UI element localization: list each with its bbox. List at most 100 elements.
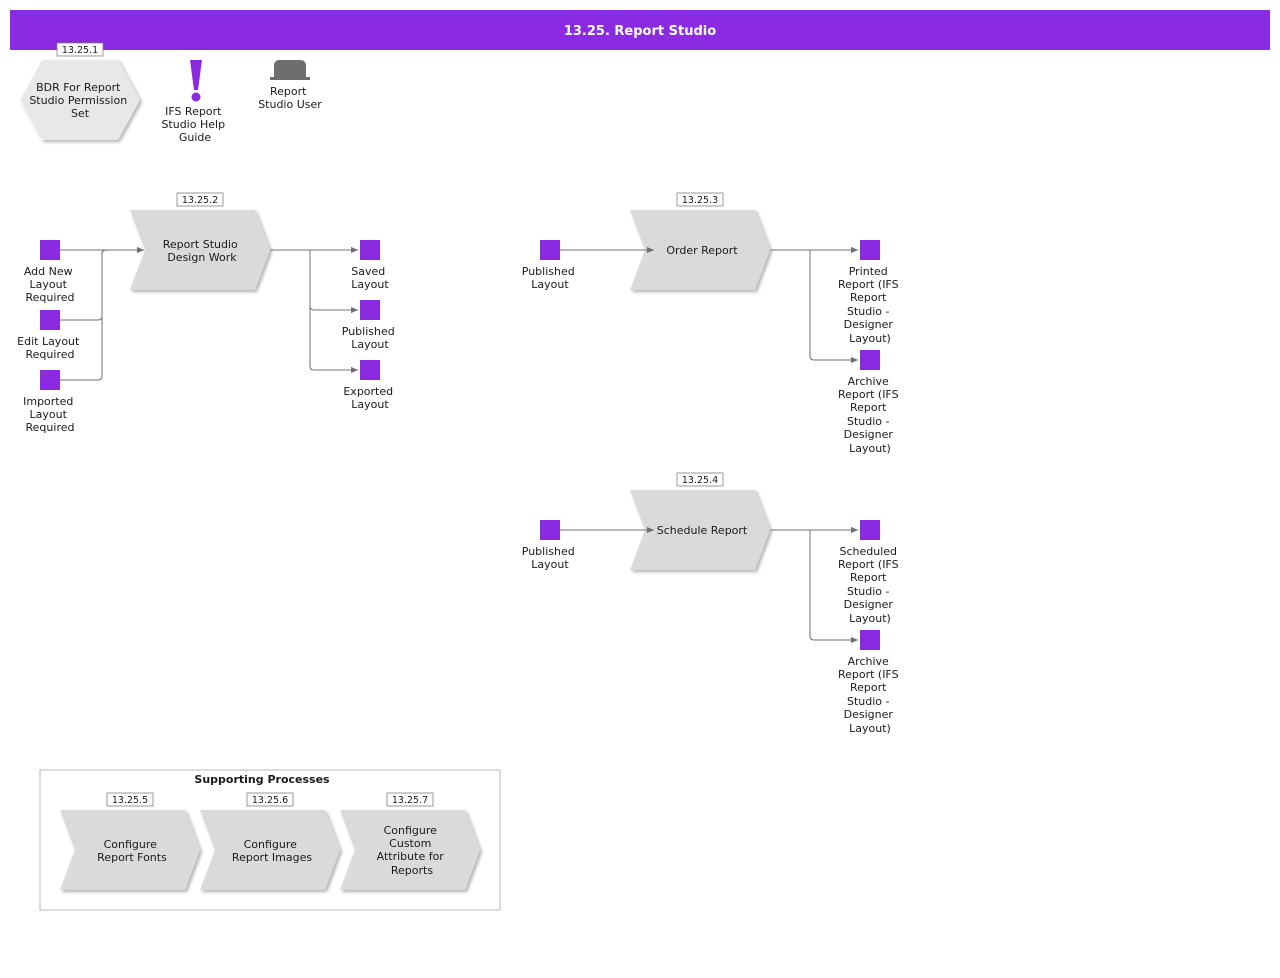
artifact-label-line: Layout bbox=[531, 558, 569, 571]
help-guide[interactable]: IFS Report Studio Help Guide bbox=[161, 60, 228, 144]
process-label-line: Design Work bbox=[167, 251, 237, 264]
artifact-label-line: Required bbox=[26, 291, 75, 304]
help-guide-label-line: IFS Report bbox=[165, 105, 222, 118]
svg-text:Published Layout: Published Layout bbox=[522, 265, 578, 291]
svg-text:13.25.4: 13.25.4 bbox=[682, 475, 718, 486]
bdr-label-line: Set bbox=[71, 107, 90, 120]
badge-13-25-1: 13.25.1 bbox=[56, 42, 104, 57]
artifact-label-line: Published bbox=[522, 545, 575, 558]
badge-13-25-6: 13.25.6 bbox=[246, 792, 294, 807]
artifact-label-line: Report (IFS bbox=[838, 388, 899, 401]
input-imported-layout[interactable]: Imported Layout Required bbox=[23, 370, 77, 434]
process-label-line: Configure bbox=[104, 838, 158, 851]
process-label-line: Configure bbox=[244, 838, 298, 851]
bdr-label-line: BDR For Report bbox=[36, 81, 121, 94]
artifact-label-line: Exported bbox=[343, 385, 393, 398]
header-bar bbox=[10, 10, 1270, 50]
artifact-label-line: Printed bbox=[849, 265, 888, 278]
artifact-label-line: Required bbox=[26, 348, 75, 361]
svg-text:Imported Layout Re: Imported Layout Required bbox=[23, 395, 77, 434]
process-label-line: Reports bbox=[391, 864, 433, 877]
artifact-label-line: Add New bbox=[24, 265, 73, 278]
process-label-line: Attribute for bbox=[377, 850, 445, 863]
exclamation-icon bbox=[190, 60, 202, 102]
bdr-permission-set[interactable]: BDR For Report Studio Permission Set bbox=[20, 60, 140, 140]
artifact-label-line: Studio - bbox=[847, 585, 890, 598]
process-label-line: Order Report bbox=[666, 244, 738, 257]
svg-text:Order Report: Order Report bbox=[666, 244, 738, 257]
input-published-layout[interactable]: Published Layout bbox=[522, 520, 578, 571]
artifact-label-line: Layout) bbox=[849, 442, 891, 455]
svg-text:13.25.7: 13.25.7 bbox=[392, 795, 428, 806]
output-archive-report[interactable]: Archive Report (IFS Report Studio - Desi… bbox=[838, 630, 902, 735]
process-order-report[interactable]: Order Report bbox=[630, 210, 770, 290]
process-configure-custom-attribute[interactable]: Configure Custom Attribute for Reports bbox=[340, 810, 480, 890]
help-guide-label-line: Guide bbox=[179, 131, 212, 144]
artifact-label-line: Report bbox=[850, 681, 887, 694]
process-report-studio-design-work[interactable]: Report Studio Design Work bbox=[130, 210, 270, 290]
bdr-label-line: Studio Permission bbox=[29, 94, 127, 107]
svg-text:Schedule Report: Schedule Report bbox=[657, 524, 748, 537]
artifact-label-line: Published bbox=[342, 325, 395, 338]
svg-text:Configure Custom A: Configure Custom Attribute for Reports bbox=[377, 824, 448, 877]
badge-13-25-3: 13.25.3 bbox=[676, 192, 724, 207]
output-printed-report[interactable]: Printed Report (IFS Report Studio - Desi… bbox=[838, 240, 902, 345]
artifact-label-line: Archive bbox=[848, 655, 889, 668]
artifact-label-line: Report (IFS bbox=[838, 558, 899, 571]
artifact-label-line: Report (IFS bbox=[838, 278, 899, 291]
svg-text:Published Layout: Published Layout bbox=[342, 325, 398, 351]
connector bbox=[60, 249, 107, 381]
svg-text:13.25.5: 13.25.5 bbox=[112, 795, 148, 806]
help-guide-label-line: Studio Help bbox=[161, 118, 225, 131]
svg-text:Configure Report Fonts: Configure Report Fonts bbox=[97, 838, 167, 864]
artifact-label-line: Published bbox=[522, 265, 575, 278]
svg-text:Edit Layout Required: Edit Layout Required bbox=[17, 335, 83, 361]
svg-text:IFS Report Studio Help: IFS Report Studio Help Guide bbox=[161, 105, 228, 144]
artifact-label-line: Studio - bbox=[847, 305, 890, 318]
output-archive-report[interactable]: Archive Report (IFS Report Studio - Desi… bbox=[838, 350, 902, 455]
report-studio-user[interactable]: Report Studio User bbox=[258, 60, 322, 111]
process-configure-report-fonts[interactable]: Configure Report Fonts bbox=[60, 810, 200, 890]
artifact-label-line: Layout bbox=[351, 278, 389, 291]
artifact-label-line: Report bbox=[850, 291, 887, 304]
artifact-label-line: Layout bbox=[30, 278, 68, 291]
page-title: 13.25. Report Studio bbox=[564, 24, 716, 39]
artifact-label-line: Report bbox=[850, 401, 887, 414]
artifact-label-line: Studio - bbox=[847, 415, 890, 428]
svg-text:Printed Report (IFS: Printed Report (IFS Report Studio - Desi… bbox=[838, 265, 902, 345]
artifact-label-line: Layout) bbox=[849, 722, 891, 735]
svg-text:Scheduled Report (IFS: Scheduled Report (IFS Report Studio - De… bbox=[838, 545, 902, 625]
artifact-label-line: Layout bbox=[30, 408, 68, 421]
svg-text:13.25.3: 13.25.3 bbox=[682, 195, 718, 206]
user-label-line: Report bbox=[270, 85, 307, 98]
process-label-line: Report Studio bbox=[163, 238, 238, 251]
svg-text:13.25.6: 13.25.6 bbox=[252, 795, 288, 806]
svg-text:Saved Layout: Saved Layout bbox=[351, 265, 389, 291]
input-published-layout[interactable]: Published Layout bbox=[522, 240, 578, 291]
badge-13-25-2: 13.25.2 bbox=[176, 192, 224, 207]
artifact-label-line: Layout) bbox=[849, 612, 891, 625]
artifact-label-line: Layout bbox=[351, 338, 389, 351]
svg-text:Configure Report Images: Configure Report Images bbox=[232, 838, 312, 864]
output-exported-layout[interactable]: Exported Layout bbox=[343, 360, 396, 411]
artifact-label-line: Designer bbox=[844, 708, 894, 721]
process-schedule-report[interactable]: Schedule Report bbox=[630, 490, 770, 570]
svg-text:Report Studio User: Report Studio User bbox=[258, 85, 322, 111]
svg-text:Report Studio Design Wor: Report Studio Design Work bbox=[163, 238, 242, 264]
artifact-label-line: Imported bbox=[23, 395, 73, 408]
user-role-icon bbox=[270, 60, 310, 80]
input-add-new-layout[interactable]: Add New Layout Required bbox=[24, 240, 76, 304]
output-scheduled-report[interactable]: Scheduled Report (IFS Report Studio - De… bbox=[838, 520, 902, 625]
process-label-line: Custom bbox=[389, 837, 431, 850]
artifact-label-line: Edit Layout bbox=[17, 335, 80, 348]
connector bbox=[809, 530, 858, 644]
output-published-layout[interactable]: Published Layout bbox=[342, 300, 398, 351]
process-configure-report-images[interactable]: Configure Report Images bbox=[200, 810, 340, 890]
output-saved-layout[interactable]: Saved Layout bbox=[351, 240, 389, 291]
artifact-label-line: Saved bbox=[351, 265, 385, 278]
input-edit-layout[interactable]: Edit Layout Required bbox=[17, 310, 83, 361]
badge-13-25-4: 13.25.4 bbox=[676, 472, 724, 487]
svg-text:13.25.1: 13.25.1 bbox=[62, 45, 98, 56]
artifact-label-line: Designer bbox=[844, 318, 894, 331]
badge-13-25-7: 13.25.7 bbox=[386, 792, 434, 807]
